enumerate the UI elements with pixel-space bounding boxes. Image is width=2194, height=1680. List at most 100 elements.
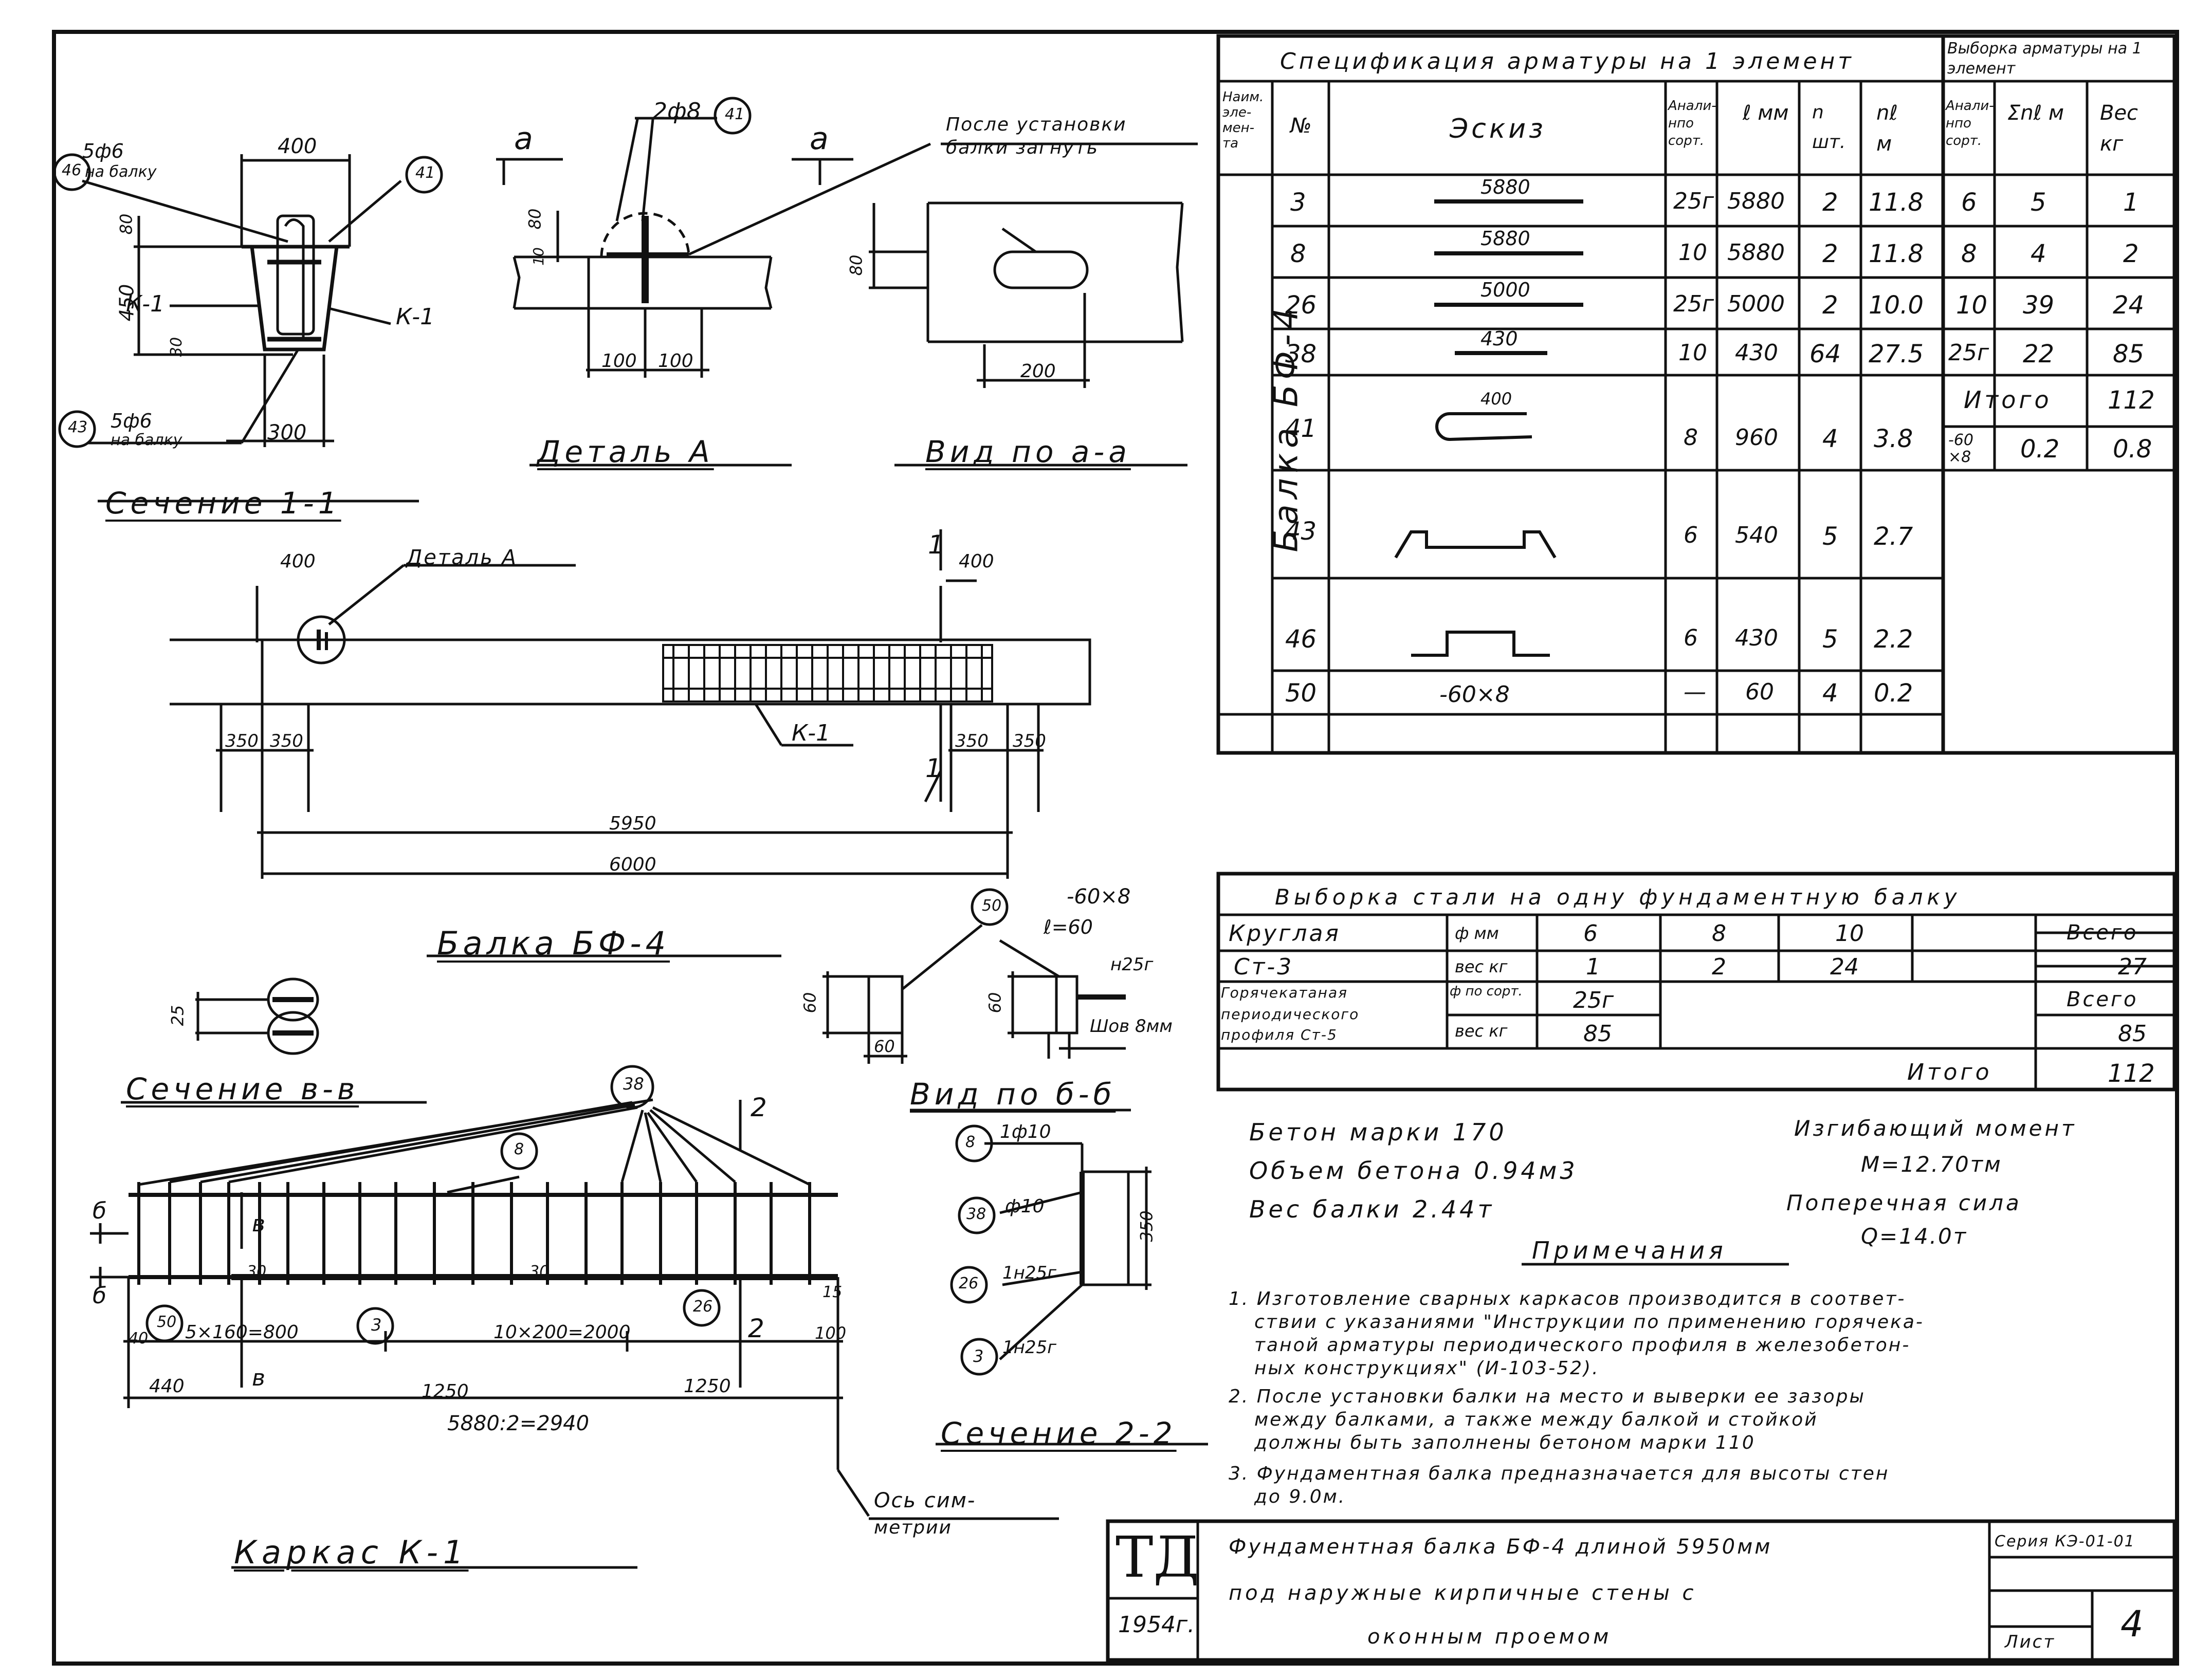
side-row5-w: 112 — [2108, 386, 2155, 415]
callout-3-sec22: 3 — [973, 1346, 984, 1366]
spec-header-sketch: Эскиз — [1450, 114, 1546, 144]
cut-v-bottom: в — [252, 1365, 265, 1391]
row50-sketch: -60×8 — [1439, 681, 1510, 708]
side-row1-w: 1 — [2123, 188, 2139, 217]
side-row1-sum: 5 — [2031, 188, 2046, 217]
title-section-vv: Сечение в-в — [126, 1072, 359, 1106]
side-row3-sum: 39 — [2023, 291, 2055, 320]
row38-l: 430 — [1735, 340, 1778, 366]
notes-title: Примечания — [1532, 1236, 1727, 1264]
note-1: 1. Изготовление сварных каркасов произво… — [1229, 1288, 1906, 1309]
stamp-series: Серия КЭ-01-01 — [1995, 1533, 2135, 1550]
row46-nl: 2.2 — [1874, 625, 1913, 654]
cut-a-right: а — [810, 121, 829, 157]
row41-sketch: 400 — [1480, 389, 1512, 409]
row26-no: 26 — [1285, 291, 1317, 320]
row38-no: 38 — [1285, 340, 1317, 368]
stamp-logo: ТД — [1116, 1524, 1199, 1590]
cut-v-top: в — [252, 1211, 265, 1237]
dim-350a: 350 — [225, 731, 259, 751]
steel-r2-c6: 27 — [2118, 954, 2147, 980]
note-moment: М=12.70тм — [1861, 1152, 2002, 1177]
callout-38-sec22: 38 — [966, 1205, 986, 1223]
dim-80-sec11: 80 — [116, 213, 136, 235]
stamp-title-3: оконным проемом — [1367, 1625, 1612, 1649]
steel-r2-c0: Ст-3 — [1234, 954, 1294, 980]
title-beam-bf4: Балка БФ-4 — [437, 925, 670, 962]
callout-41-detail: 41 — [725, 105, 745, 123]
side-row2-d: 8 — [1961, 239, 1977, 268]
spec-side-header-weight: Вес кг — [2100, 101, 2138, 156]
spec-header-element: Наим. эле- мен- та — [1222, 89, 1264, 151]
steel-r3-c1: ф по сорт. — [1450, 984, 1523, 999]
note-volume: Объем бетона 0.94м3 — [1249, 1157, 1578, 1185]
steel-r3-c2: 25г — [1573, 987, 1614, 1013]
note-after-install: После установки — [946, 114, 1127, 135]
dim-350d: 350 — [1013, 731, 1046, 751]
dim-5x160: 5×160=800 — [185, 1322, 299, 1343]
side-row2-w: 2 — [2123, 239, 2139, 268]
cut-a-left: а — [514, 121, 533, 157]
row46-grade: 6 — [1684, 625, 1698, 651]
row38-n: 64 — [1809, 340, 1841, 368]
row50-nl: 0.2 — [1874, 679, 1913, 708]
row43-nl: 2.7 — [1874, 522, 1913, 551]
dim-f10: ф10 — [1005, 1196, 1045, 1217]
row26-l: 5000 — [1727, 291, 1785, 317]
dim-60x8: -60×8 — [1067, 885, 1131, 909]
cut-b-top: б — [93, 1198, 107, 1224]
row8-nl: 11.8 — [1869, 239, 1924, 268]
side-row1-d: 6 — [1961, 188, 1977, 217]
steel-r5-c6: 85 — [2118, 1021, 2147, 1047]
cut-2-top: 2 — [751, 1093, 767, 1122]
callout-3-frame: 3 — [371, 1315, 382, 1335]
label-sym-axis-2: метрии — [874, 1517, 952, 1538]
row41-grade: 8 — [1684, 424, 1698, 451]
callout-41: 41 — [415, 164, 435, 182]
row8-n: 2 — [1822, 239, 1838, 268]
row50-n: 4 — [1822, 679, 1838, 708]
row3-no: 3 — [1290, 188, 1306, 217]
row43-n: 5 — [1822, 522, 1838, 551]
label-k1-right: К-1 — [396, 304, 435, 330]
note-2c: должны быть заполнены бетоном марки 110 — [1254, 1432, 1756, 1453]
dim-350-sec22: 350 — [1137, 1210, 1157, 1242]
title-frame-k1: Каркас К-1 — [234, 1534, 469, 1571]
dim-100b: 100 — [658, 350, 693, 372]
ref-detail-a: Деталь А — [406, 546, 518, 569]
note-1c: таной арматуры периодического профиля в … — [1254, 1335, 1911, 1356]
cut-b-bottom: б — [93, 1283, 107, 1309]
steel-r1-c0: Круглая — [1229, 920, 1341, 947]
dim-400-beam-left: 400 — [280, 551, 316, 572]
dim-350b: 350 — [270, 731, 303, 751]
row46-l: 430 — [1735, 625, 1778, 651]
steel-r3-c6: Всего — [2067, 988, 2138, 1011]
note-3b: до 9.0м. — [1254, 1486, 1346, 1507]
label-k1-beam: К-1 — [792, 720, 831, 746]
spec-header-length: ℓ мм — [1743, 101, 1789, 125]
side-row5-label: Итого — [1964, 386, 2052, 414]
cut-1-bottom: 1 — [925, 753, 942, 783]
dim-80-view: 80 — [846, 254, 866, 276]
steel-r1-c2: 6 — [1583, 920, 1598, 947]
side-row6-w: 0.8 — [2113, 435, 2152, 464]
row41-n: 4 — [1822, 424, 1838, 453]
spec-table-title: Спецификация арматуры на 1 элемент — [1280, 48, 1854, 75]
row3-nl: 11.8 — [1869, 188, 1924, 217]
dim-1n25b: 1н25г — [1002, 1337, 1056, 1358]
dim-5f6-bottom: 5ф6 — [111, 410, 152, 432]
dim-1250a: 1250 — [422, 1381, 469, 1402]
row26-n: 2 — [1822, 291, 1838, 320]
row26-sketch: 5000 — [1480, 279, 1530, 301]
row8-sketch: 5880 — [1480, 227, 1530, 250]
callout-8: 8 — [514, 1140, 524, 1158]
side-row2-sum: 4 — [2031, 239, 2046, 268]
row43-l: 540 — [1735, 522, 1778, 548]
note-shear-label: Поперечная сила — [1786, 1190, 2022, 1215]
cut-2-bottom: 2 — [748, 1314, 764, 1343]
side-row4-sum: 22 — [2023, 340, 2055, 368]
side-row3-w: 24 — [2113, 291, 2145, 320]
spec-header-total-length: nℓ м — [1876, 101, 1898, 156]
dim-100a: 100 — [601, 350, 637, 372]
steel-r4-c0: периодического — [1221, 1006, 1360, 1023]
